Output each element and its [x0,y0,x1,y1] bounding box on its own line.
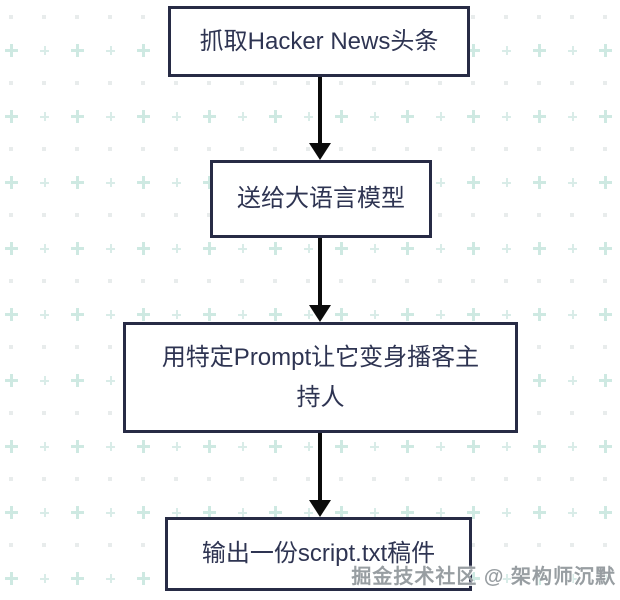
arrow-line [318,238,322,305]
arrow-head [309,143,331,160]
node-label: 用特定Prompt让它变身播客主持人 [161,343,480,411]
node-label: 送给大语言模型 [237,185,405,212]
watermark: 掘金技术社区 @ 架构师沉默 [351,566,616,588]
arrow-head [309,305,331,322]
node-label: 输出一份script.txt稿件 [201,540,436,567]
node-label: 抓取Hacker News头条 [199,27,439,55]
arrow-head [309,500,331,517]
arrow-line [318,433,322,500]
arrow-line [318,77,322,143]
down-arrow-icon [309,238,331,322]
node-output-script-file: 输出一份script.txt稿件 [165,517,472,591]
down-arrow-icon [309,77,331,160]
down-arrow-icon [309,433,331,517]
node-send-to-llm: 送给大语言模型 [210,160,432,238]
node-prompt-podcast-host: 用特定Prompt让它变身播客主持人 [123,322,518,433]
node-fetch-hn-headlines: 抓取Hacker News头条 [168,6,470,77]
